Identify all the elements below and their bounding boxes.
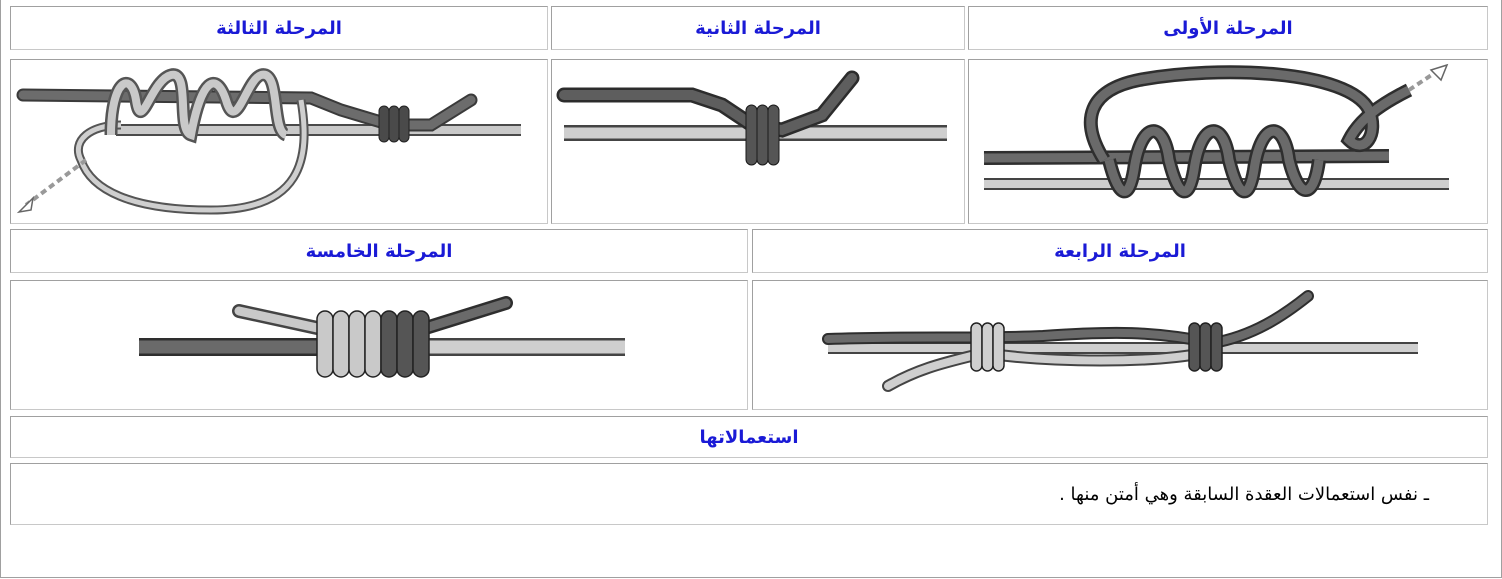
stage-fourth-label: المرحلة الرابعة [1054, 240, 1186, 262]
stage-third-header: المرحلة الثالثة [10, 6, 548, 50]
stage-first-diagram [968, 59, 1488, 224]
stage-second-header: المرحلة الثانية [551, 6, 965, 50]
knot-stage-third-illustration [16, 68, 521, 215]
uses-body: ـ نفس استعمالات العقدة السابقة وهي أمتن … [10, 463, 1488, 525]
stage-fifth-diagram [10, 280, 748, 410]
stage-third-diagram [10, 59, 548, 224]
stage-fifth-header: المرحلة الخامسة [10, 229, 748, 273]
knot-stage-second-illustration [556, 70, 947, 166]
knot-stage-first-illustration [983, 63, 1449, 199]
uses-text: ـ نفس استعمالات العقدة السابقة وهي أمتن … [1059, 483, 1429, 505]
stage-first-label: المرحلة الأولى [1163, 17, 1293, 39]
stage-first-header: المرحلة الأولى [968, 6, 1488, 50]
stage-second-label: المرحلة الثانية [695, 17, 821, 39]
stage-second-diagram [551, 59, 965, 224]
knot-stage-fourth-illustration [822, 290, 1418, 392]
stage-fourth-diagram [752, 280, 1488, 410]
uses-title: استعمالاتها [699, 426, 799, 448]
stage-fifth-label: المرحلة الخامسة [305, 240, 453, 262]
stage-fourth-header: المرحلة الرابعة [752, 229, 1488, 273]
uses-header: استعمالاتها [10, 416, 1488, 458]
knot-stage-fifth-illustration [139, 296, 625, 378]
stage-third-label: المرحلة الثالثة [216, 17, 342, 39]
